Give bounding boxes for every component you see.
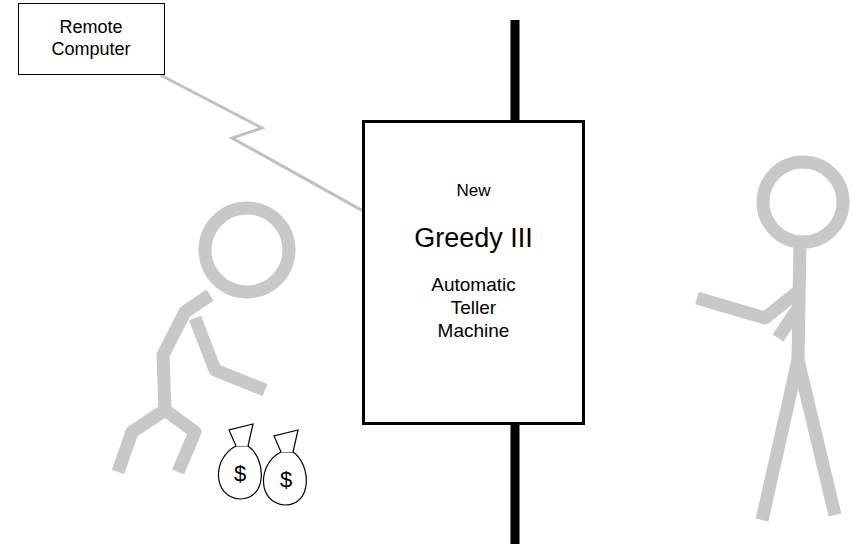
customer-figure	[118, 208, 289, 472]
node-label: Remote Computer	[41, 17, 141, 60]
figure-leg	[118, 410, 165, 472]
computer-box: Remote Computer	[18, 3, 165, 75]
figure-torso	[798, 242, 800, 360]
node-label: Automatic Teller Machine	[424, 273, 524, 342]
figure-head	[763, 162, 843, 242]
dollar-sign: $	[280, 469, 292, 491]
figure-leg	[762, 360, 798, 520]
money-bags	[218, 424, 306, 505]
node-title: Greedy III	[374, 222, 574, 254]
dollar-sign: $	[234, 463, 246, 485]
money-bag	[218, 446, 261, 499]
wireless-link	[160, 75, 362, 210]
figure-leg	[798, 360, 835, 515]
money-bag	[263, 452, 306, 505]
figure-arm	[195, 318, 265, 390]
node-label: New	[374, 181, 574, 201]
money-bag-knot	[229, 424, 253, 446]
atm-box: NewGreedy III Automatic Teller Machine	[362, 120, 585, 425]
money-bag-knot	[274, 430, 298, 452]
figure-leg	[165, 410, 195, 472]
figure-head	[205, 208, 289, 292]
figure-arm	[697, 290, 800, 318]
operator-figure	[697, 162, 843, 520]
figure-arm	[778, 305, 800, 338]
